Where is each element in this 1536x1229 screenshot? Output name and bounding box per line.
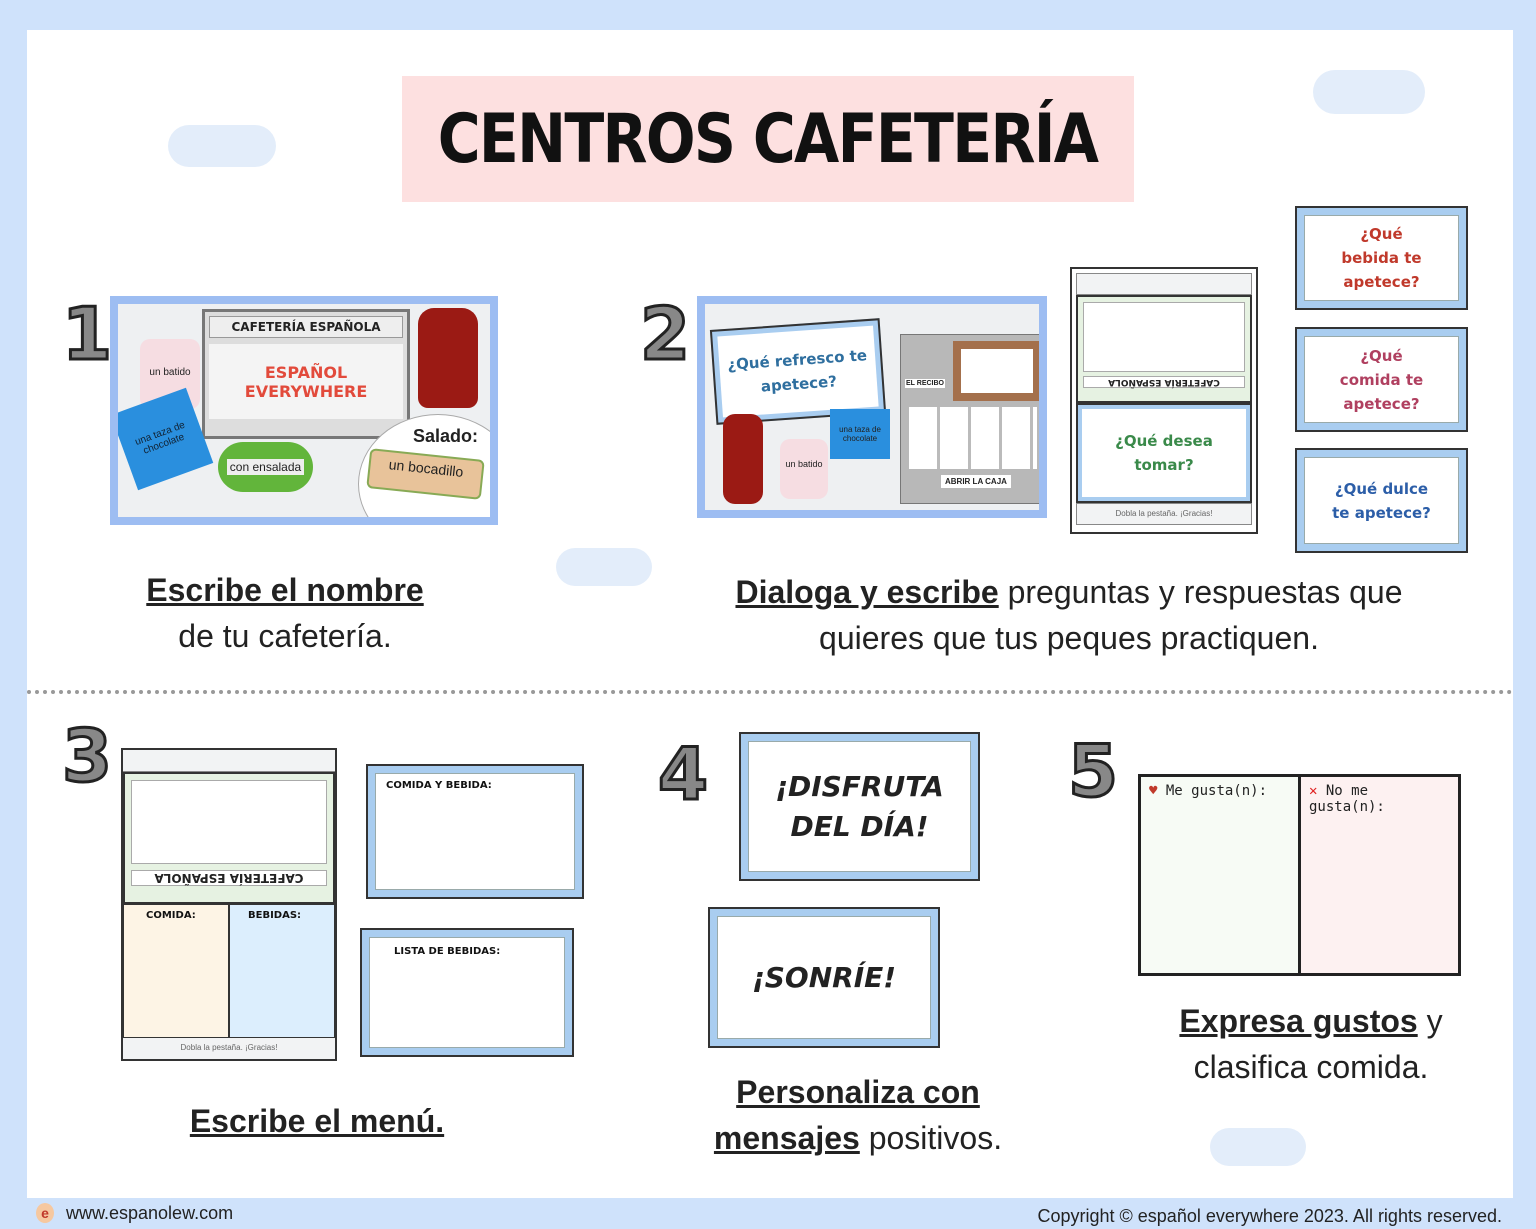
card-sonrie: ¡SONRÍE! [708, 907, 940, 1048]
sign-main: ESPAÑOL EVERYWHERE [209, 344, 403, 419]
page-title: CENTROS CAFETERÍA [438, 99, 1099, 179]
card-que-bebida: ¿Qué bebida te apetece? [1295, 206, 1468, 310]
step-number-5: 5 [1066, 729, 1119, 813]
website-link[interactable]: www.espanolew.com [66, 1203, 234, 1223]
caption-3: Escribe el menú. [189, 1103, 445, 1139]
cash-register-photo: ¿Qué refresco te apetece? EL RECIBO ABRI… [697, 296, 1047, 518]
soda-bottle-image [418, 308, 478, 408]
x-icon: ✕ [1309, 783, 1318, 799]
sign-header: CAFETERÍA ESPAÑOLA [209, 316, 403, 338]
cloud-decoration [1210, 1128, 1306, 1166]
heart-icon: ♥ [1149, 783, 1158, 799]
step-number-1: 1 [60, 292, 113, 376]
salado-label: Salado: [413, 426, 479, 446]
step-number-3: 3 [60, 714, 113, 798]
menu-flipbook: CAFETERÍA ESPAÑOLA COMIDA: BEBIDAS: Dobl… [121, 748, 337, 1061]
salad-label: con ensalada [226, 459, 305, 475]
card-disfruta-del-dia: ¡DISFRUTA DEL DÍA! [739, 732, 980, 881]
caption-2: Dialoga y escribe preguntas y respuestas… [735, 574, 1403, 656]
cloud-decoration [1313, 70, 1425, 114]
section-divider [27, 690, 1513, 694]
milkshake-label: un batido [140, 339, 200, 409]
step-number-4: 4 [656, 732, 709, 816]
copyright-text: Copyright © español everywhere 2023. All… [1037, 1206, 1502, 1226]
card-comida-y-bebida: COMIDA Y BEBIDA: [366, 764, 584, 899]
card-que-comida: ¿Qué comida te apetece? [1295, 327, 1468, 432]
logo-icon: e [36, 1203, 54, 1223]
step-number-2: 2 [638, 292, 691, 376]
card-lista-de-bebidas: LISTA DE BEBIDAS: [360, 928, 574, 1057]
flipbook-question-card: CAFETERÍA ESPAÑOLA ¿Qué desea tomar? Dob… [1070, 267, 1258, 534]
title-banner: CENTROS CAFETERÍA [402, 76, 1134, 202]
cloud-decoration [168, 125, 276, 167]
cafeteria-sign-photo: CAFETERÍA ESPAÑOLA ESPAÑOL EVERYWHERE un… [110, 296, 498, 525]
likes-table: ♥ Me gusta(n): ✕ No me gusta(n): [1138, 774, 1461, 976]
cloud-decoration [556, 548, 652, 586]
abrir-caja-button-image: ABRIR LA CAJA [941, 475, 1011, 488]
card-que-dulce: ¿Qué dulce te apetece? [1295, 448, 1468, 553]
register-image: EL RECIBO ABRIR LA CAJA [900, 334, 1039, 504]
